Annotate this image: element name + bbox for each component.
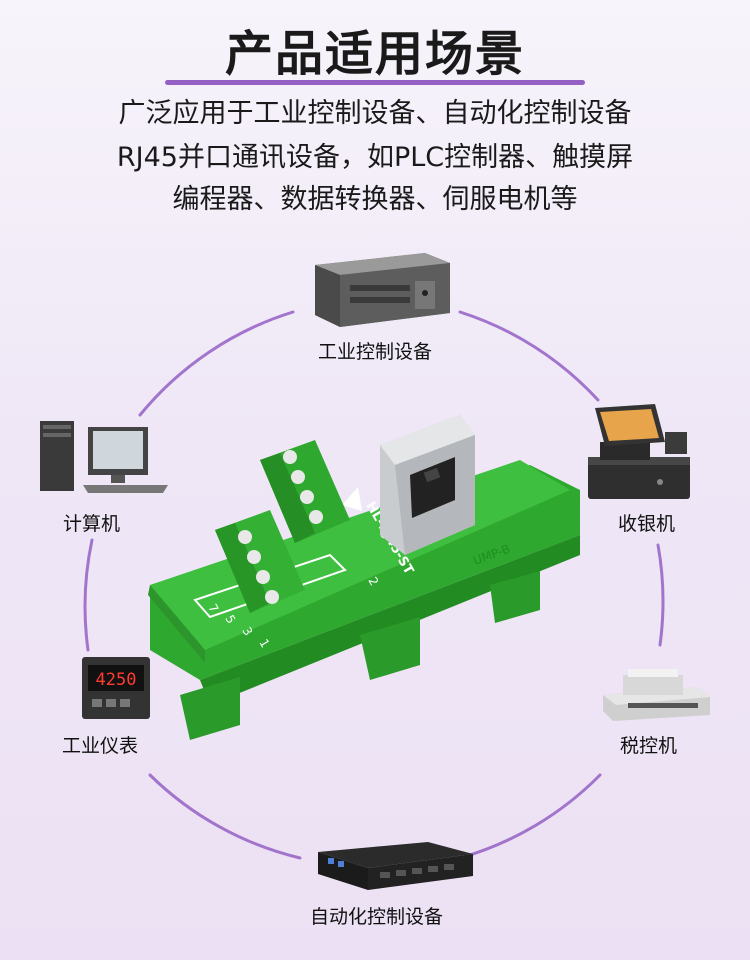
logo-triangle-icon	[342, 487, 362, 511]
automation-box-icon	[318, 842, 473, 890]
ring-arc-top-right	[458, 310, 600, 402]
device-label-computer: 计算机	[63, 513, 121, 535]
cash-register-icon	[588, 404, 690, 499]
device-label-automation: 自动化控制设备	[310, 906, 444, 928]
ring-arc-top-left	[138, 310, 295, 417]
tax-printer-icon	[603, 669, 710, 721]
industrial-meter-icon: 4250	[82, 657, 150, 719]
industrial-server-icon	[315, 253, 450, 327]
desktop-computer-icon	[40, 421, 168, 493]
description-line-1: 广泛应用于工业控制设备、自动化控制设备	[118, 98, 632, 129]
rj45-terminal-board: 7 5 3 1 2 HL-RJ45-ST UMP-B	[148, 415, 580, 740]
terminal-block-front	[215, 510, 305, 613]
title-underline	[165, 80, 585, 85]
device-label-industrial: 工业控制设备	[318, 341, 433, 363]
description-line-3: 编程器、数据转换器、伺服电机等	[172, 184, 578, 215]
meter-reading: 4250	[96, 670, 137, 690]
ring-arc-right	[656, 543, 665, 647]
terminal-block-back	[260, 440, 350, 543]
description-line-2: RJ45并口通讯设备，如PLC控制器、触摸屏	[116, 142, 634, 173]
ring-arc-left	[83, 538, 94, 652]
device-label-register: 收银机	[618, 513, 676, 535]
rj45-jack	[380, 415, 475, 555]
ring-arc-bottom-left	[148, 773, 302, 860]
page-title: 产品适用场景	[224, 26, 525, 82]
ring-arc-bottom-right	[458, 773, 602, 860]
device-label-tax: 税控机	[620, 735, 678, 757]
device-label-meter: 工业仪表	[62, 735, 139, 757]
